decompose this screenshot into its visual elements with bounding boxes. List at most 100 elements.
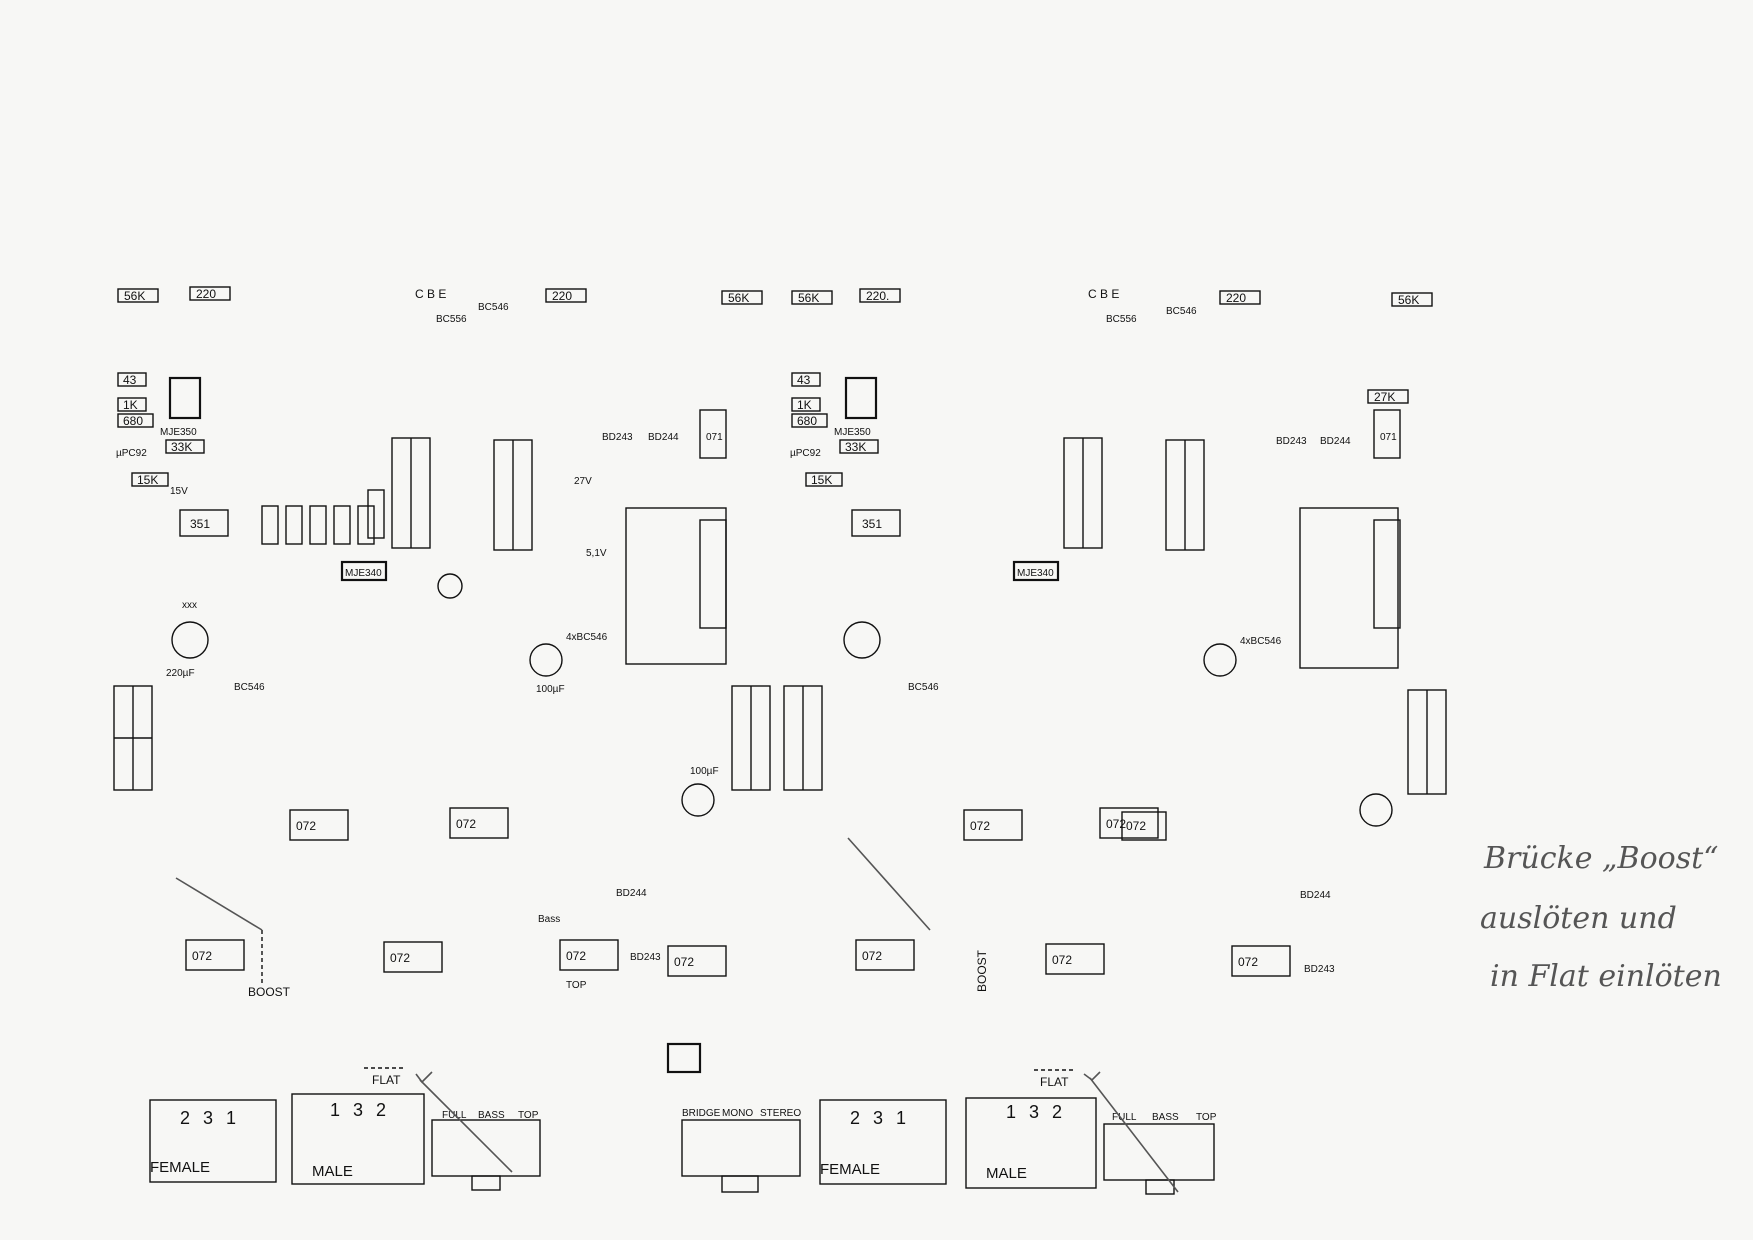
note-line-2: auslöten und bbox=[1480, 901, 1677, 936]
svg-text:43: 43 bbox=[797, 373, 811, 387]
note-line-3: in Flat einlöten bbox=[1490, 959, 1722, 994]
label-top: TOP bbox=[566, 980, 587, 991]
transistor-4xbc546-label-r: 4xBC546 bbox=[1240, 636, 1282, 647]
svg-text:072: 072 bbox=[674, 955, 694, 969]
cap-100uf-2 bbox=[681, 783, 715, 817]
label-xxx: xxx bbox=[182, 600, 197, 611]
jumper-boost-label-r: BOOST bbox=[975, 949, 989, 992]
ic-upc92-label: µPC92 bbox=[116, 448, 147, 459]
transistor-bc556-label: BC556 bbox=[436, 314, 467, 325]
pencil-arrow-boost-r bbox=[847, 837, 931, 931]
cap-220uf-r bbox=[843, 621, 881, 659]
transistor-4xbc546-label: 4xBC546 bbox=[566, 632, 608, 643]
svg-text:680: 680 bbox=[797, 414, 817, 428]
svg-text:1 3 2: 1 3 2 bbox=[330, 1100, 390, 1120]
svg-text:56K: 56K bbox=[728, 291, 749, 305]
label-5v1: 5,1V bbox=[586, 548, 607, 559]
svg-text:TOP: TOP bbox=[1196, 1112, 1217, 1123]
svg-text:TOP: TOP bbox=[518, 1110, 539, 1121]
svg-text:33K: 33K bbox=[845, 440, 866, 454]
jumper-flat-label: FLAT bbox=[372, 1073, 401, 1087]
svg-text:FEMALE: FEMALE bbox=[150, 1159, 210, 1176]
resistor-1k: 1K bbox=[117, 397, 147, 412]
svg-text:43: 43 bbox=[123, 373, 137, 387]
resistor-1k-r: 1K bbox=[791, 397, 821, 412]
pencil-arrow-flat bbox=[419, 1079, 513, 1173]
resistor-680: 680 bbox=[117, 413, 154, 428]
transistor-bc546-2-label: BC546 bbox=[234, 682, 265, 693]
switch-full-bass-top-r: FULL BASS TOP bbox=[1103, 1112, 1217, 1195]
svg-text:072: 072 bbox=[566, 949, 586, 963]
resistor-33k-left: 33K bbox=[165, 439, 205, 454]
cap-100uf-2-label: 100µF bbox=[690, 766, 719, 777]
resistor-15k-r: 15K bbox=[805, 472, 843, 487]
jumper-flat-label-r: FLAT bbox=[1040, 1075, 1069, 1089]
transistor-bd244-label-r: BD244 bbox=[1320, 436, 1351, 447]
cap-100uf-label: 100µF bbox=[536, 684, 565, 695]
resistor-220-top: 220 bbox=[189, 286, 231, 301]
label-15v: 15V bbox=[170, 486, 188, 497]
power-transistor-block-r bbox=[1299, 507, 1399, 669]
resistor-33k-r: 33K bbox=[839, 439, 879, 454]
cap-2u2-a bbox=[437, 573, 463, 599]
cap-220uf bbox=[171, 621, 209, 659]
power-transistor-block bbox=[625, 507, 727, 665]
connector-female-r: 2 3 1 FEMALE bbox=[819, 1099, 947, 1185]
ic-mje350 bbox=[168, 376, 202, 420]
cap-100uf-r bbox=[1203, 643, 1237, 677]
svg-text:MJE340: MJE340 bbox=[345, 568, 382, 579]
svg-text:072: 072 bbox=[296, 819, 316, 833]
transistor-bd243-label-r: BD243 bbox=[1276, 436, 1307, 447]
svg-text:MALE: MALE bbox=[986, 1165, 1027, 1182]
transistor-bd244-2-label-r: BD244 bbox=[1300, 890, 1331, 901]
svg-text:MJE340: MJE340 bbox=[1017, 568, 1054, 579]
resistor-15k: 15K bbox=[131, 472, 169, 487]
right-channel-board: 56K 220. 220 56K C B E 43 1K 680 3 bbox=[783, 287, 1447, 1195]
svg-text:1 3 2: 1 3 2 bbox=[1006, 1102, 1066, 1122]
transistor-bc546-label-r: BC546 bbox=[1166, 306, 1197, 317]
resistor-27k-r: 27K bbox=[1367, 389, 1409, 404]
transistor-bd243-2-label-r: BD243 bbox=[1304, 964, 1335, 975]
resistor-220-top-r: 220. bbox=[859, 288, 901, 303]
left-channel-board: 56K 220 220 56K C B E 43 1K 680 bbox=[113, 286, 771, 1191]
svg-text:2 3 1: 2 3 1 bbox=[180, 1108, 240, 1128]
label-27v: 27V bbox=[574, 476, 592, 487]
svg-text:FEMALE: FEMALE bbox=[820, 1161, 880, 1178]
transistor-bd243-2-label: BD243 bbox=[630, 952, 661, 963]
svg-text:680: 680 bbox=[123, 414, 143, 428]
svg-text:BASS: BASS bbox=[1152, 1112, 1179, 1123]
svg-text:1K: 1K bbox=[797, 398, 812, 412]
resistor-56k-top-r: 56K bbox=[791, 290, 833, 305]
ic-351-r: 351 bbox=[851, 509, 901, 537]
ic-mje340: MJE340 bbox=[340, 560, 388, 582]
cap-220uf-label: 220µF bbox=[166, 668, 195, 679]
cap-100uf-r2 bbox=[1359, 793, 1393, 827]
connector-female: 2 3 1 FEMALE bbox=[149, 1099, 277, 1183]
svg-text:220: 220 bbox=[1226, 291, 1246, 305]
resistor-56k-top-2: 56K bbox=[721, 290, 763, 305]
svg-text:220: 220 bbox=[196, 287, 216, 301]
svg-text:351: 351 bbox=[190, 517, 210, 531]
opamp-072-r4: 072 bbox=[1045, 943, 1105, 975]
svg-text:072: 072 bbox=[1238, 955, 1258, 969]
pencil-arrow-flat-r bbox=[1089, 1077, 1179, 1193]
ic-upc92-label-r: µPC92 bbox=[790, 448, 821, 459]
svg-text:MONO: MONO bbox=[722, 1108, 753, 1119]
ic-mje340-r: MJE340 bbox=[1012, 560, 1060, 582]
svg-text:STEREO: STEREO bbox=[760, 1108, 801, 1119]
opamp-072-4: 072 bbox=[383, 941, 443, 973]
opamp-072-r2: 072 bbox=[1099, 807, 1159, 839]
opamp-072-5: 072 bbox=[559, 939, 619, 971]
svg-text:071: 071 bbox=[1380, 432, 1397, 443]
pin-label-cbe-r: C B E bbox=[1088, 287, 1119, 301]
svg-text:56K: 56K bbox=[1398, 293, 1419, 307]
label-bass: Bass bbox=[538, 914, 560, 925]
ic-mje350-label: MJE350 bbox=[160, 427, 197, 438]
svg-text:15K: 15K bbox=[811, 473, 832, 487]
svg-text:351: 351 bbox=[862, 517, 882, 531]
resistor-56k-top-r2: 56K bbox=[1391, 292, 1433, 307]
svg-text:071: 071 bbox=[706, 432, 723, 443]
opamp-072-r1: 072 bbox=[963, 809, 1023, 841]
switch-bridge-mono-stereo: BRIDGE MONO STEREO bbox=[681, 1108, 801, 1193]
